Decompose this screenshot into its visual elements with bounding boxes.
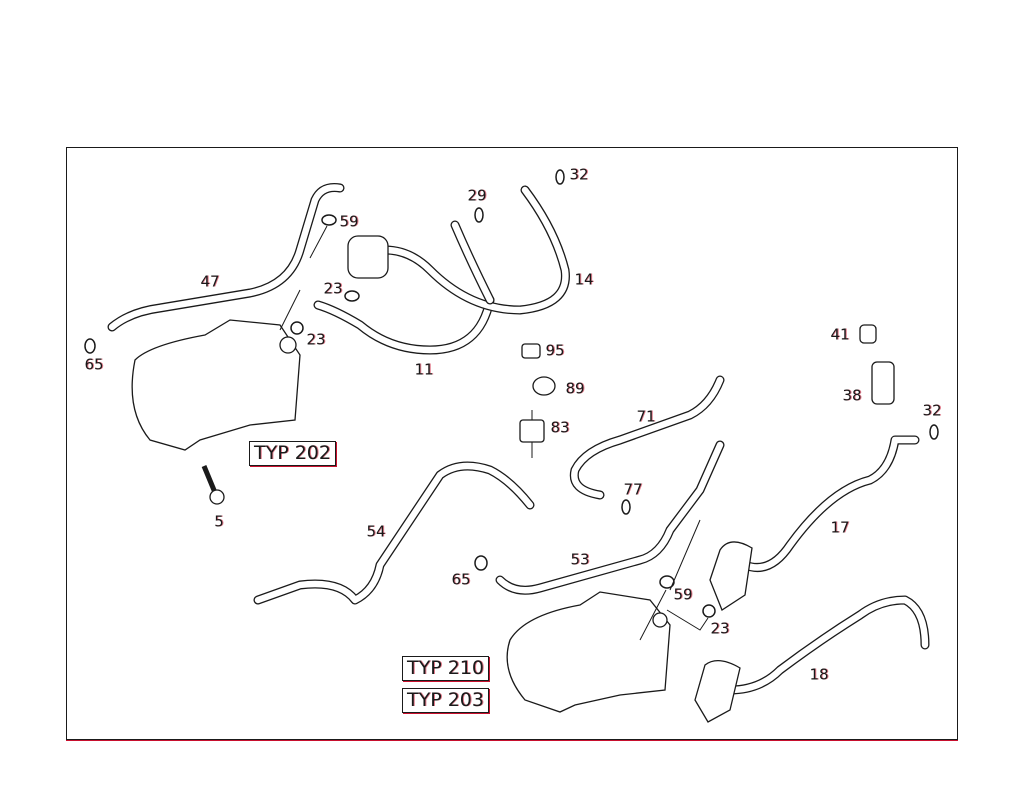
hose-17[interactable] (740, 435, 920, 572)
hose-18[interactable] (725, 595, 930, 695)
callout-53[interactable]: 53 (570, 550, 590, 569)
switch-83[interactable] (519, 410, 545, 458)
callout-47[interactable]: 47 (200, 272, 220, 291)
typ-202-label: TYP 202 (249, 441, 336, 466)
hose-47[interactable] (107, 183, 345, 332)
hose-53[interactable] (495, 440, 725, 595)
callout-5[interactable]: 5 (214, 512, 224, 531)
hose-14[interactable] (380, 185, 570, 315)
o-ring-59a[interactable] (321, 214, 337, 226)
nut-95[interactable] (521, 343, 541, 359)
bolt-5[interactable] (201, 465, 225, 505)
o-ring-65b[interactable] (474, 555, 488, 571)
diagram-frame (66, 147, 958, 740)
callout-23[interactable]: 23 (710, 619, 730, 638)
hose-54[interactable] (253, 461, 535, 605)
o-ring-29[interactable] (474, 207, 484, 223)
drier-14[interactable] (347, 235, 389, 279)
o-ring-23a[interactable] (344, 290, 360, 302)
callout-65[interactable]: 65 (84, 355, 104, 374)
callout-95[interactable]: 95 (545, 341, 565, 360)
callout-38[interactable]: 38 (842, 386, 862, 405)
compressor-typ-210-203[interactable] (506, 591, 671, 713)
callout-32[interactable]: 32 (569, 165, 589, 184)
callout-23[interactable]: 23 (323, 279, 343, 298)
callout-17[interactable]: 17 (830, 518, 850, 537)
o-ring-32b[interactable] (929, 424, 939, 440)
valve-38[interactable] (871, 361, 895, 405)
callout-71[interactable]: 71 (636, 407, 656, 426)
callout-29[interactable]: 29 (467, 186, 487, 205)
o-ring-32a[interactable] (555, 169, 565, 185)
o-ring-65a[interactable] (84, 338, 96, 354)
callout-77[interactable]: 77 (623, 480, 643, 499)
typ-210-label: TYP 210 (402, 656, 489, 681)
clip-89[interactable] (532, 376, 556, 396)
callout-14[interactable]: 14 (574, 270, 594, 289)
o-ring-23c[interactable] (702, 604, 716, 618)
callout-59[interactable]: 59 (673, 585, 693, 604)
hose-71[interactable] (569, 375, 725, 500)
drier-17[interactable] (709, 541, 753, 611)
callout-18[interactable]: 18 (809, 665, 829, 684)
callout-65[interactable]: 65 (451, 570, 471, 589)
callout-89[interactable]: 89 (565, 379, 585, 398)
callout-11[interactable]: 11 (414, 360, 434, 379)
callout-59[interactable]: 59 (339, 212, 359, 231)
cap-41[interactable] (859, 324, 877, 344)
typ-203-label: TYP 203 (402, 688, 489, 713)
compressor-typ-202[interactable] (131, 319, 301, 451)
callout-23[interactable]: 23 (306, 330, 326, 349)
callout-32[interactable]: 32 (922, 401, 942, 420)
o-ring-77[interactable] (621, 499, 631, 515)
o-ring-23b[interactable] (290, 321, 304, 335)
o-ring-59b[interactable] (659, 575, 675, 589)
hose-11[interactable] (313, 295, 495, 355)
callout-54[interactable]: 54 (366, 522, 386, 541)
callout-83[interactable]: 83 (550, 418, 570, 437)
drier-18[interactable] (694, 660, 741, 723)
callout-41[interactable]: 41 (830, 325, 850, 344)
